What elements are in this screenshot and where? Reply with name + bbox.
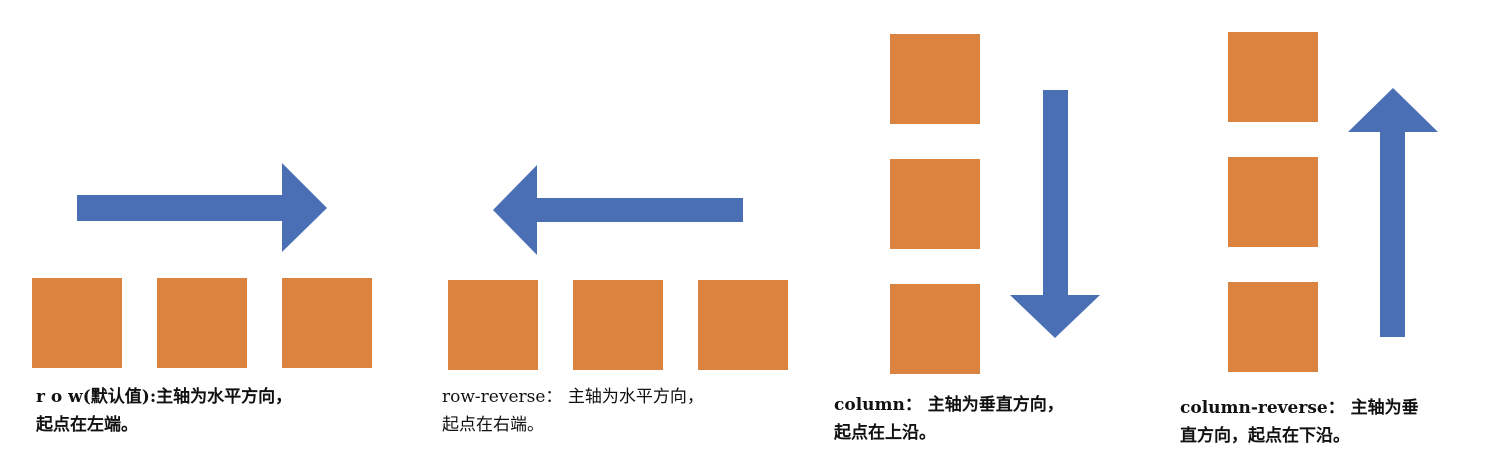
panel-row: r o w(默认值):主轴为水平方向， 起点在左端。 <box>0 0 420 468</box>
flex-item-2 <box>890 159 980 249</box>
flex-item-3 <box>1228 32 1318 122</box>
flex-item-1 <box>1228 282 1318 372</box>
flex-item-1 <box>698 280 788 370</box>
caption-line: column： 主轴为垂直方向， <box>834 395 1064 415</box>
caption-row: r o w(默认值):主轴为水平方向， 起点在左端。 <box>36 383 292 439</box>
caption-line: r o w(默认值):主轴为水平方向， <box>36 387 293 407</box>
caption-column: column： 主轴为垂直方向， 起点在上沿。 <box>834 391 1064 447</box>
flex-item-1 <box>32 278 122 368</box>
panel-column: column： 主轴为垂直方向， 起点在上沿。 <box>834 34 1100 447</box>
panel-row-reverse: row-reverse： 主轴为水平方向， 起点在右端。 <box>442 165 788 439</box>
caption-line: 直方向，起点在下沿。 <box>1180 426 1350 446</box>
flex-item-3 <box>448 280 538 370</box>
arrow-left-icon <box>493 165 743 255</box>
flex-item-2 <box>157 278 247 368</box>
caption-column-reverse: column-reverse： 主轴为垂 直方向，起点在下沿。 <box>1180 394 1419 450</box>
arrow-right-icon <box>77 163 327 253</box>
caption-line: column-reverse： 主轴为垂 <box>1180 398 1419 418</box>
arrow-up-icon <box>1348 88 1438 337</box>
caption-line: 起点在右端。 <box>442 415 544 435</box>
arrow-down-icon <box>1010 90 1100 338</box>
caption-line: row-reverse： 主轴为水平方向， <box>442 387 704 407</box>
flex-item-3 <box>890 284 980 374</box>
flex-item-1 <box>890 34 980 124</box>
flex-item-2 <box>1228 157 1318 247</box>
caption-line: 起点在上沿。 <box>834 423 936 443</box>
caption-row-reverse: row-reverse： 主轴为水平方向， 起点在右端。 <box>442 383 704 439</box>
flex-item-3 <box>282 278 372 368</box>
caption-line: 起点在左端。 <box>36 415 138 435</box>
flex-item-2 <box>573 280 663 370</box>
